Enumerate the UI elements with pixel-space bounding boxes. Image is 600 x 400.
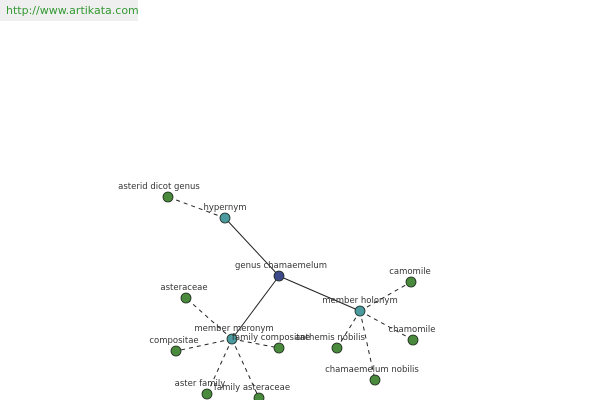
genus-chamaemelum-node[interactable]	[273, 270, 285, 282]
member-meronym-label[interactable]: member meronym	[194, 324, 273, 334]
chamomile-node[interactable]	[407, 334, 419, 346]
chamaemelum-nobilis-node[interactable]	[369, 374, 381, 386]
family-asteraceae-label[interactable]: family asteraceae	[214, 383, 290, 393]
graph-nodes	[162, 191, 419, 400]
family-compositae-label[interactable]: family compositae	[232, 333, 310, 343]
member-meronym-node[interactable]	[226, 333, 238, 345]
edge-hypernym	[224, 217, 280, 277]
edge-camomile	[359, 281, 412, 312]
edge-aster-family	[206, 338, 233, 395]
member-holonym-label[interactable]: member holonym	[322, 296, 397, 306]
genus-chamaemelum-label[interactable]: genus chamaemelum	[235, 261, 327, 271]
chamaemelum-nobilis-label[interactable]: chamaemelum nobilis	[325, 365, 419, 375]
member-holonym-node[interactable]	[354, 305, 366, 317]
family-asteraceae-node[interactable]	[253, 392, 265, 400]
anthemis-nobilis-label[interactable]: anthemis nobilis	[295, 333, 365, 343]
camomile-node[interactable]	[405, 276, 417, 288]
watermark-url[interactable]: http://www.artikata.com	[0, 0, 139, 21]
asterid-dicot-genus-node[interactable]	[162, 191, 174, 203]
graph-edges	[167, 196, 414, 399]
edge-family-asteraceae	[231, 338, 260, 399]
compositae-label[interactable]: compositae	[149, 336, 198, 346]
edge-member-holonym	[278, 275, 361, 312]
edge-compositae	[175, 338, 233, 352]
edge-asterid-dicot-genus	[167, 196, 226, 219]
chamomile-label[interactable]: chamomile	[389, 325, 436, 335]
edge-chamaemelum-nobilis	[359, 310, 376, 381]
aster-family-node[interactable]	[201, 388, 213, 400]
asteraceae-label[interactable]: asteraceae	[160, 283, 207, 293]
hypernym-label[interactable]: hypernym	[203, 203, 246, 213]
edge-asteraceae	[185, 297, 233, 340]
asterid-dicot-genus-label[interactable]: asterid dicot genus	[118, 182, 200, 192]
edge-member-meronym	[231, 275, 280, 340]
aster-family-label[interactable]: aster family	[175, 379, 226, 389]
asteraceae-node[interactable]	[180, 292, 192, 304]
graph-labels: asterid dicot genus camomile chamomile anth…	[118, 182, 435, 393]
camomile-label[interactable]: camomile	[389, 267, 431, 277]
family-compositae-node[interactable]	[273, 342, 285, 354]
compositae-node[interactable]	[170, 345, 182, 357]
edge-chamomile	[359, 310, 414, 341]
anthemis-nobilis-node[interactable]	[331, 342, 343, 354]
hypernym-node[interactable]	[219, 212, 231, 224]
